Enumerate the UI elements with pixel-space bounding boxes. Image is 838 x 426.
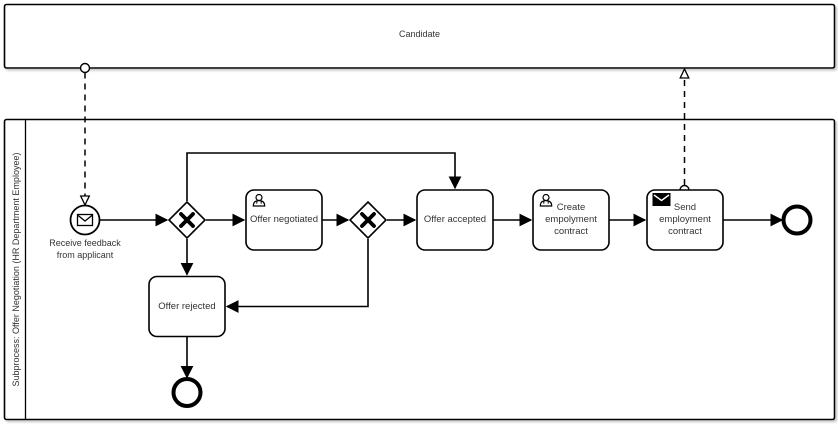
message-icon — [652, 193, 671, 206]
message-flow-arrowhead — [79, 195, 91, 207]
end-event-main[interactable] — [781, 204, 813, 236]
flow-gateway2-to-rejected[interactable] — [225, 239, 369, 313]
xor-mark-icon — [179, 212, 195, 228]
subprocess-pool[interactable] — [3, 118, 836, 421]
task-offer-rejected[interactable] — [148, 275, 226, 338]
candidate-pool[interactable] — [3, 3, 836, 69]
task-offer-accepted[interactable] — [416, 189, 494, 251]
envelope-icon — [76, 213, 94, 227]
message-icon — [653, 194, 670, 202]
envelope-icon — [77, 214, 93, 222]
message-flow-source-marker — [79, 62, 91, 74]
end-event-rejected[interactable] — [171, 377, 203, 408]
xor-mark-icon — [360, 212, 376, 228]
flow-gateway1-to-accepted[interactable] — [186, 152, 462, 201]
message-flow-arrowhead — [679, 67, 690, 79]
